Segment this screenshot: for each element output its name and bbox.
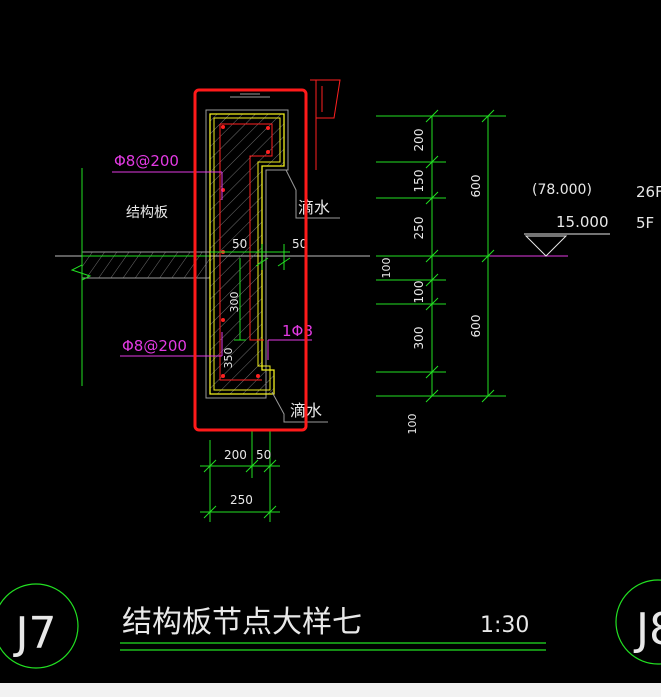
ledge-section: [205, 93, 289, 399]
dim-250-bottom: 250: [230, 493, 253, 507]
dim-600-top: 600: [469, 175, 483, 198]
structural-slab-label: 结构板: [126, 205, 168, 221]
rebar-callouts: Φ8@200 Φ8@200 1Φ8: [112, 152, 313, 360]
detail-title: 结构板节点大样七: [122, 605, 362, 640]
dim-100c-right: 100: [406, 414, 419, 435]
inner-dimensions: 50 50 300 350: [210, 237, 307, 369]
dim-250-right: 250: [412, 217, 426, 240]
rebar-label-bottom: Φ8@200: [122, 337, 187, 355]
detail-mark-left: J7: [13, 608, 57, 659]
detail-scale: 1:30: [480, 613, 529, 638]
dim-100a-right: 100: [380, 258, 393, 279]
bar-label-1phi8: 1Φ8: [282, 322, 313, 340]
rebar-label-top: Φ8@200: [114, 152, 179, 170]
dim-200-right: 200: [412, 129, 426, 152]
drip-label-top: 滴水: [298, 198, 330, 217]
dim-100b-right: 100: [412, 281, 426, 304]
detail-mark-right: J8: [633, 604, 661, 655]
window-bottom-strip: [0, 683, 661, 697]
dim-50-bottom: 50: [256, 448, 271, 462]
dim-300-inner: 300: [228, 292, 241, 313]
bottom-dimension-chain: 200 50 250: [200, 430, 280, 522]
highlight-frame: [193, 88, 308, 432]
cad-drawing-canvas: 50 50 300 350 Φ8@200 Φ8@200 1Φ8 结构板 滴水 滴…: [0, 79, 661, 669]
detail-mark-circle-right: [615, 579, 661, 665]
dim-300-right: 300: [412, 327, 426, 350]
dim-200-bottom: 200: [224, 448, 247, 462]
elevation-value: 15.000: [556, 213, 609, 231]
elevation-marker: (78.000) 15.000 26F 5F: [490, 182, 661, 257]
structural-slab: [55, 168, 370, 386]
title-block: J7 结构板节点大样七 1:30 J8: [0, 579, 661, 669]
dim-150-right: 150: [412, 170, 426, 193]
dim-50-right: 50: [292, 237, 307, 251]
floor-26f: 26F: [636, 183, 661, 201]
elevation-paren: (78.000): [532, 182, 592, 198]
floor-5f: 5F: [636, 214, 654, 232]
right-dimension-chain: 200 150 250 100 100 300 100 600 600: [376, 109, 506, 435]
section-cut-mark: [310, 79, 341, 170]
dim-350-inner: 350: [222, 348, 235, 369]
dim-50-left: 50: [232, 237, 247, 251]
detail-mark-circle-left: [0, 583, 79, 669]
dim-600-bottom: 600: [469, 315, 483, 338]
